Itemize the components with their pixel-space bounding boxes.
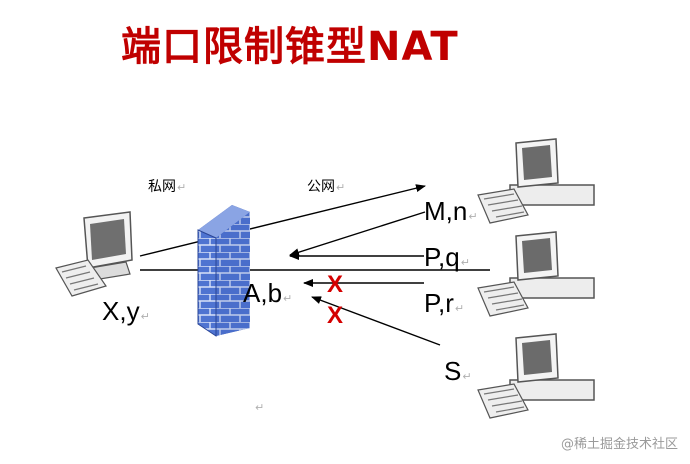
host-p-q-address-label: P,q↵ [424, 242, 470, 272]
host-m-address-label: M,n↵ [424, 196, 478, 226]
host-s-address-label: S↵ [444, 356, 472, 386]
computer-icon-host-s [477, 333, 595, 419]
reply-from-m-line [289, 211, 426, 257]
blocked-from-s-line [311, 296, 441, 346]
host-p-r-address-label: P,r↵ [424, 288, 465, 318]
watermark: @稀土掘金技术社区 [560, 437, 678, 452]
page-title: 端口限制锥型NAT [121, 24, 459, 70]
computer-icon-host-p [477, 231, 595, 317]
firewall-icon [197, 205, 250, 337]
blocked-mark-s: X [327, 302, 344, 329]
private-host-address-label: X,y↵ [102, 296, 150, 326]
blocked-mark-p-r: X [327, 271, 344, 298]
private-network-label: 私网↵ [148, 178, 187, 194]
public-network-label: 公网↵ [307, 178, 346, 194]
outbound-line [139, 184, 426, 257]
computer-icon-private-host [55, 211, 133, 297]
computer-icon-host-m [477, 138, 595, 224]
connection-lines [139, 184, 490, 346]
nat-address-label: A,b↵ [243, 278, 293, 308]
stray-return-mark: ↵ [255, 402, 265, 414]
